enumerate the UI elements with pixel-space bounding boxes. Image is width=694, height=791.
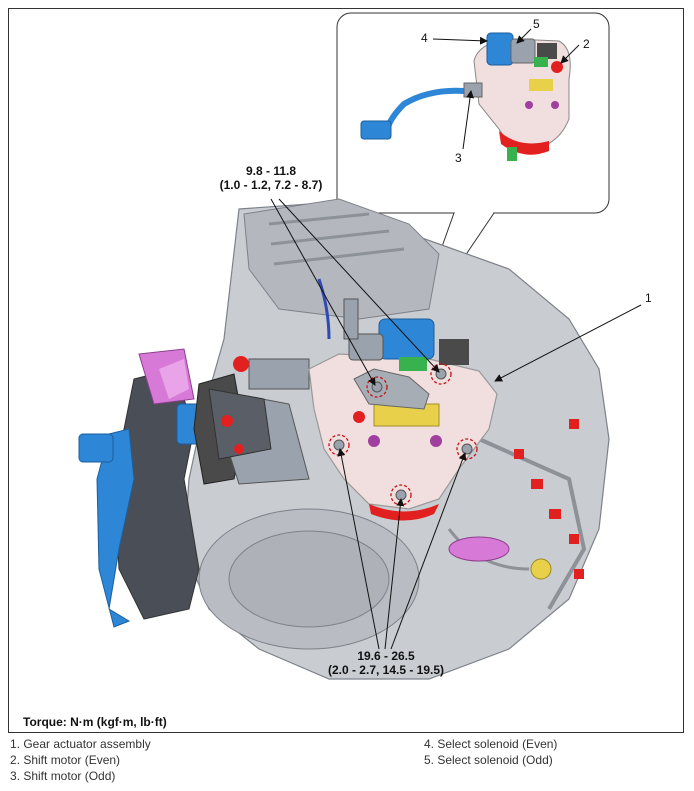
part-number-5: 5 [533, 17, 540, 31]
transmission-illustration [78, 12, 642, 680]
inset-actuator-assembly [360, 32, 571, 161]
part-number-1: 1 [645, 291, 652, 305]
bolt-heads [333, 368, 473, 501]
top-torque-alt-value: (1.0 - 1.2, 7.2 - 8.7) [219, 178, 323, 192]
top-torque-value: 9.8 - 11.8 [245, 164, 297, 178]
legend-item: 2. Shift motor (Even) [10, 753, 121, 767]
gear-actuator-assembly [308, 278, 498, 521]
part-number-3: 3 [455, 151, 462, 165]
part-number-2: 2 [583, 37, 590, 51]
top-torque-callout: 9.8 - 11.8 (1.0 - 1.2, 7.2 - 8.7) [211, 164, 331, 192]
bottom-torque-leaders [337, 448, 467, 650]
legend-item: 4. Select solenoid (Even) [424, 737, 558, 751]
top-torque-leaders [270, 198, 440, 386]
left-components [78, 348, 310, 628]
legend-item: 3. Shift motor (Odd) [10, 769, 116, 783]
legend-item: 5. Select solenoid (Odd) [424, 753, 553, 767]
part-leaders [432, 28, 642, 382]
bottom-torque-value: 19.6 - 26.5 [357, 649, 415, 663]
legend-right: 4. Select solenoid (Even) 5. Select sole… [424, 736, 557, 768]
bottom-torque-callout: 19.6 - 26.5 (2.0 - 2.7, 14.5 - 19.5) [321, 649, 451, 677]
bottom-torque-alt-value: (2.0 - 2.7, 14.5 - 19.5) [327, 663, 445, 677]
legend-left: 1. Gear actuator assembly 2. Shift motor… [10, 736, 151, 784]
part-number-4: 4 [421, 31, 428, 45]
torque-unit-note: Torque: N·m (kgf·m, lb·ft) [23, 715, 167, 729]
diagram-figure: 9.8 - 11.8 (1.0 - 1.2, 7.2 - 8.7) 19.6 -… [8, 8, 684, 733]
legend-item: 1. Gear actuator assembly [10, 737, 151, 751]
